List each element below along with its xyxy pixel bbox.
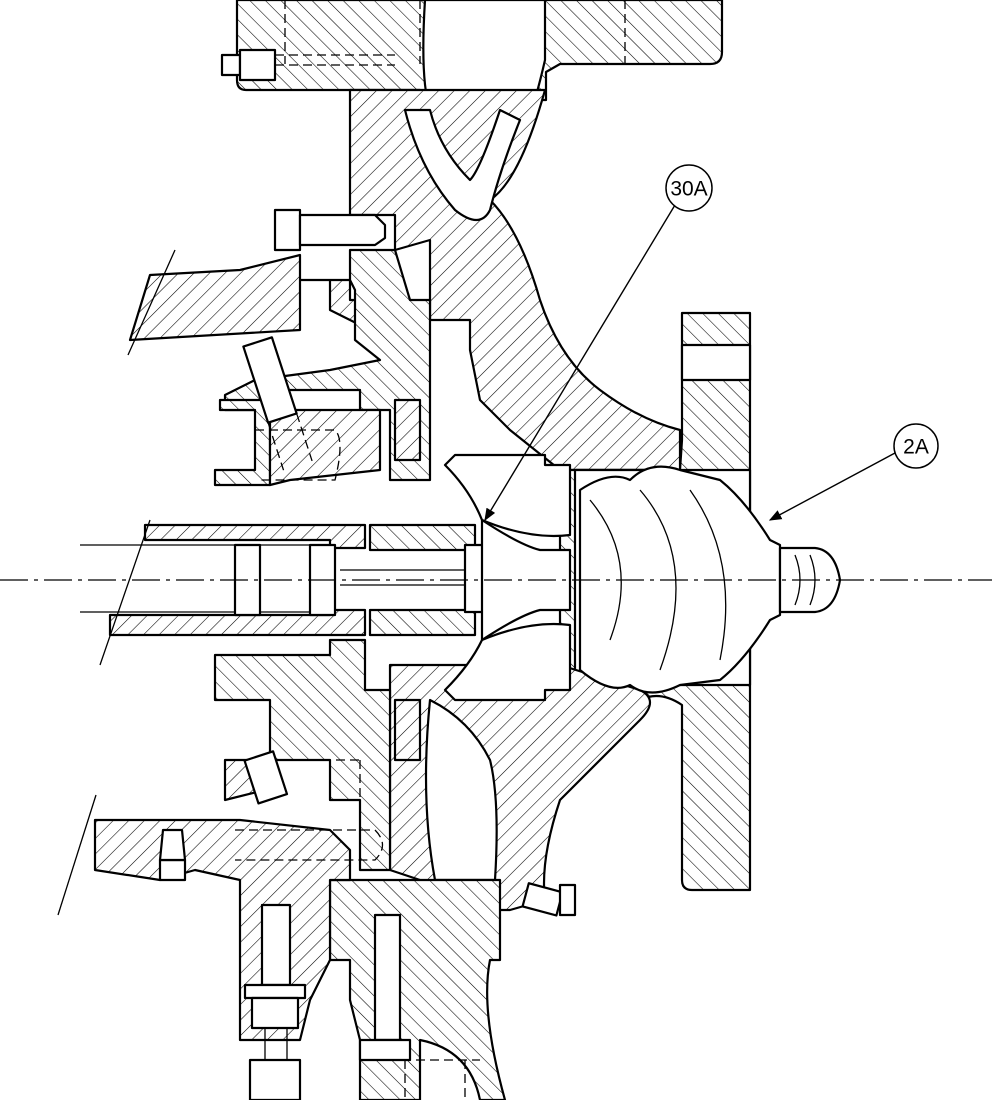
oil-fitting-lower (158, 828, 187, 882)
casing-foot (328, 878, 507, 1100)
gland-bolt-upper (242, 336, 313, 471)
foot-stud-bolt (243, 903, 307, 1100)
callout-2a-circle (893, 423, 939, 469)
pump-shaft (233, 543, 521, 617)
callout-30a-circle (665, 164, 713, 212)
casing-stud-bolt (358, 913, 412, 1062)
drain-plug (521, 882, 577, 917)
callout-30a-label: 30A (670, 178, 707, 201)
callout-30a: 30A (484, 164, 713, 522)
top-stud-bolt (220, 48, 395, 82)
seal-rings (368, 398, 477, 762)
cap-screw-upper (273, 208, 387, 252)
bearing-housing-upper (213, 398, 382, 487)
impeller (443, 453, 572, 702)
gland-bolt-lower (243, 750, 289, 805)
volute-casing-lower (388, 663, 652, 912)
callout-2a-label: 2A (903, 436, 929, 459)
callout-2a: 2A (768, 423, 939, 521)
